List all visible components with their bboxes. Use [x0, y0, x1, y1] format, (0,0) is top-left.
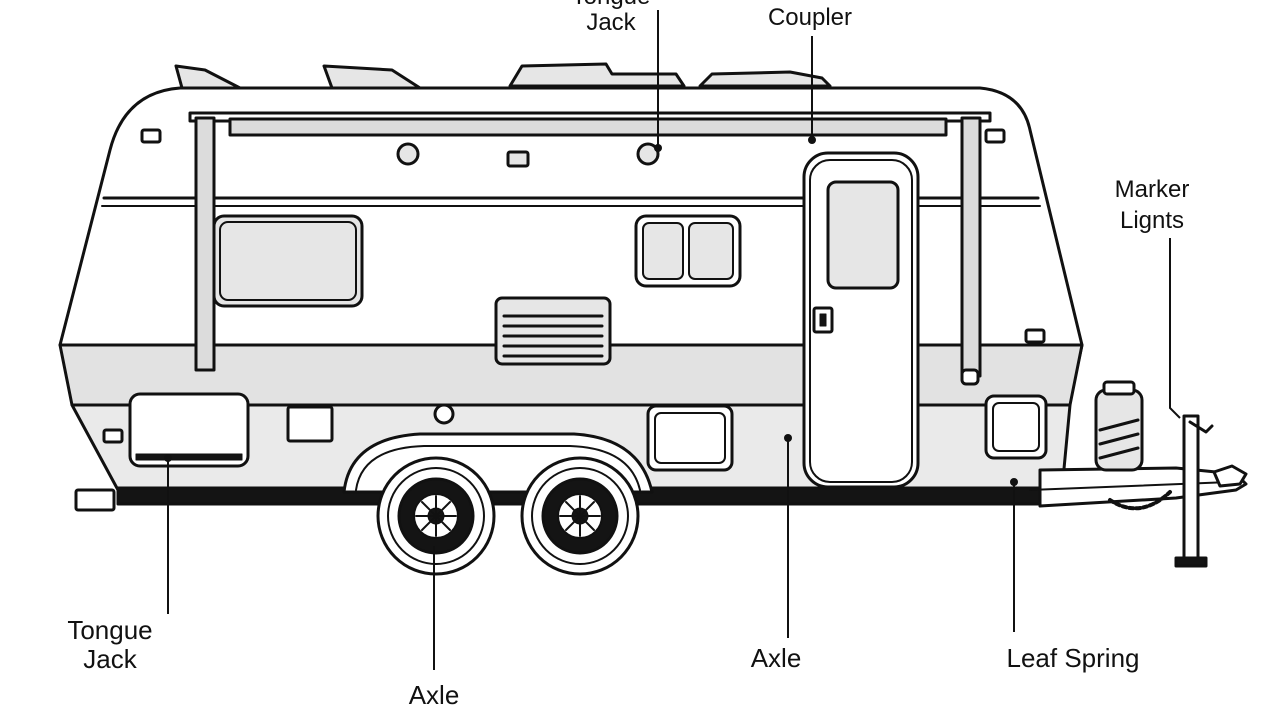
wheel-well-inner	[355, 445, 641, 491]
porch-light-3	[636, 142, 660, 166]
roof-ac-unit	[508, 62, 686, 88]
vent-slats	[502, 314, 604, 358]
door-window	[826, 180, 900, 290]
furnace-vent	[494, 296, 612, 366]
roof-vent-mid	[322, 64, 422, 90]
dot-top-cut	[654, 144, 662, 152]
marker-light-front-low	[102, 428, 124, 444]
coupler	[1212, 464, 1248, 488]
porch-light-2	[506, 150, 530, 168]
storage-compartment-rear	[984, 394, 1048, 460]
marker-light-front-top	[140, 128, 162, 144]
leader-dots	[164, 136, 1018, 486]
roof-ac-unit-rear	[698, 70, 832, 88]
entry-door-inner	[809, 159, 913, 483]
center-window-pane-right	[688, 222, 734, 280]
safety-chain	[1108, 490, 1172, 511]
marker-light-rear-mid	[1024, 328, 1046, 344]
trailer-illustration	[58, 62, 1248, 576]
label-leaf-spring: Leaf Spring	[1007, 643, 1140, 673]
dot-coupler	[808, 136, 816, 144]
marker-light-rear-top	[984, 128, 1006, 144]
front-window	[212, 214, 364, 308]
dot-axle-right	[784, 434, 792, 442]
storage-compartment-rear-inner	[992, 402, 1040, 452]
label-marker-line1: Marker	[1115, 176, 1190, 203]
tongue-jack-post	[1182, 414, 1200, 564]
storage-compartment-front-trim	[135, 453, 243, 461]
label-marker-line2: Lignts	[1120, 207, 1184, 234]
label-tongue-jack-line1: Tongue	[67, 615, 152, 645]
front-window-inner	[219, 221, 357, 301]
propane-tank-cap	[1102, 380, 1136, 396]
tongue-jack-crank	[1188, 420, 1214, 434]
label-tongue-jack-line2: Jack	[83, 644, 137, 674]
dot-leaf-spring	[1010, 478, 1018, 486]
propane-tank-stripes	[1098, 418, 1140, 460]
storage-compartment-front	[128, 392, 250, 468]
label-axle-right: Axle	[751, 643, 802, 673]
center-window-pane-left	[642, 222, 684, 280]
door-handle-slot	[819, 313, 827, 327]
label-axle-left: Axle	[409, 680, 460, 710]
awning-arm-left	[194, 116, 216, 372]
wheel-left	[376, 456, 496, 576]
callout-labels: Tongue Jack Coupler Marker Lignts Tongue…	[67, 0, 1189, 710]
leader-lines	[167, 10, 1181, 670]
city-water-inlet	[433, 403, 455, 425]
storage-compartment-mid-inner	[654, 412, 726, 464]
awning-roll	[228, 117, 948, 137]
tongue-jack-foot	[1174, 556, 1208, 568]
awning-arm-right-foot	[960, 368, 980, 386]
roof-vent-front	[174, 64, 242, 90]
porch-light-1	[396, 142, 420, 166]
label-top-cut-line2: Jack	[586, 9, 636, 36]
dot-tongue-jack	[164, 454, 172, 462]
rear-bumper	[74, 488, 116, 512]
wheel-right	[520, 456, 640, 576]
leader-marker-lights	[1169, 238, 1181, 419]
water-fill-panel	[286, 405, 334, 443]
label-top-cut-line1: Tongue	[572, 0, 651, 10]
awning-arm-right	[960, 116, 982, 378]
storage-compartment-mid	[646, 404, 734, 472]
label-coupler: Coupler	[768, 4, 852, 31]
